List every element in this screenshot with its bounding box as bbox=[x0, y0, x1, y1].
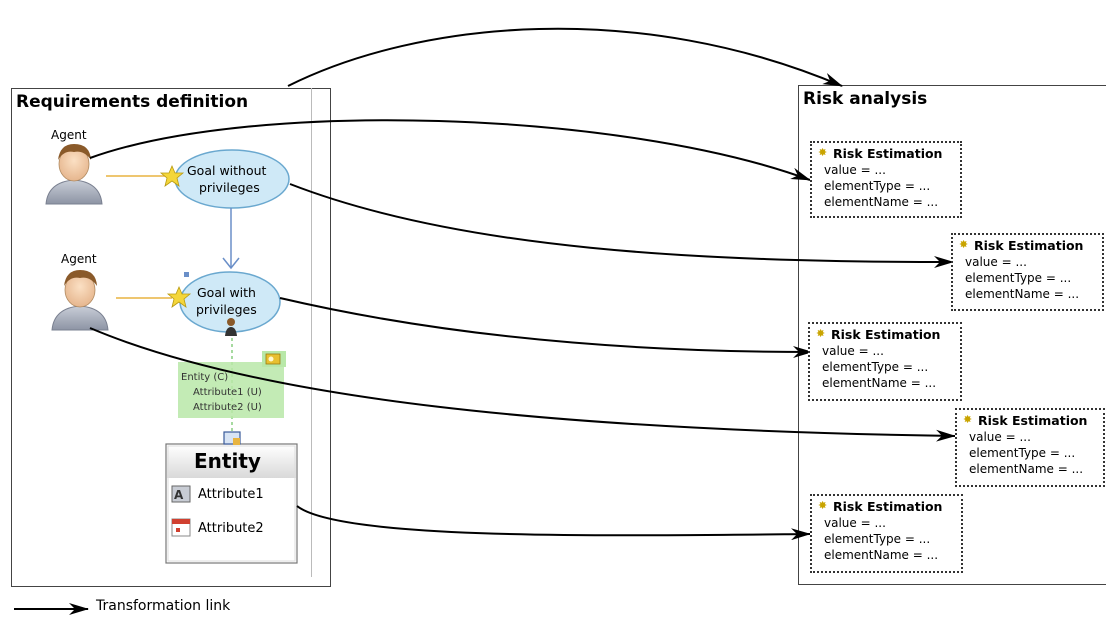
goal-label-line1: Goal without bbox=[187, 163, 267, 178]
requirements-panel-divider bbox=[311, 88, 312, 577]
transformation-link bbox=[287, 27, 843, 87]
privilege-line: Attribute2 (U) bbox=[193, 402, 262, 413]
entity-connector-icon bbox=[223, 431, 241, 445]
risk-element-name: elementName = ... bbox=[824, 195, 939, 209]
risk-element-type: elementType = ... bbox=[965, 271, 1072, 285]
risk-estimation-box[interactable]: ✸ Risk Estimation value = ... elementType… bbox=[808, 322, 962, 401]
entity-attribute[interactable]: Attribute1 bbox=[198, 487, 264, 502]
privilege-key-icon bbox=[262, 351, 286, 367]
star-icon bbox=[159, 164, 185, 187]
entity-attribute[interactable]: Attribute2 bbox=[198, 521, 264, 536]
risk-estimation-box[interactable]: ✸ Risk Estimation value = ... elementType… bbox=[810, 494, 963, 573]
risk-value: value = ... bbox=[969, 430, 1031, 444]
risk-value: value = ... bbox=[824, 516, 886, 530]
gear-icon: ✸ bbox=[959, 238, 969, 251]
calendar-attribute-icon bbox=[171, 518, 191, 537]
goal-refinement-arrowhead bbox=[222, 257, 240, 270]
privilege-line: Attribute1 (U) bbox=[193, 387, 262, 398]
risk-box-title: Risk Estimation bbox=[978, 413, 1088, 428]
risk-element-name: elementName = ... bbox=[969, 462, 1084, 476]
risk-box-title: Risk Estimation bbox=[974, 238, 1084, 253]
risk-estimation-box[interactable]: ✸ Risk Estimation value = ... elementType… bbox=[951, 233, 1104, 311]
goal-label-line2: privileges bbox=[196, 302, 257, 317]
legend-label: Transformation link bbox=[96, 598, 231, 614]
gear-icon: ✸ bbox=[963, 413, 973, 426]
risk-element-name: elementName = ... bbox=[965, 287, 1080, 301]
transformation-link bbox=[289, 183, 954, 268]
svg-text:A: A bbox=[174, 488, 184, 502]
risk-estimation-box[interactable]: ✸ Risk Estimation value = ... elementType… bbox=[810, 141, 962, 218]
risk-element-type: elementType = ... bbox=[824, 532, 931, 546]
risk-value: value = ... bbox=[965, 255, 1027, 269]
risk-box-title: Risk Estimation bbox=[833, 146, 943, 161]
gear-icon: ✸ bbox=[816, 327, 826, 340]
risk-element-name: elementName = ... bbox=[824, 548, 939, 562]
gear-icon: ✸ bbox=[818, 499, 828, 512]
goal-label-line2: privileges bbox=[199, 180, 260, 195]
lock-icon bbox=[184, 272, 189, 277]
risk-element-type: elementType = ... bbox=[822, 360, 929, 374]
agent-label: Agent bbox=[51, 128, 87, 142]
entity-class[interactable] bbox=[165, 443, 298, 564]
agent-person-icon[interactable] bbox=[45, 144, 103, 205]
risk-element-type: elementType = ... bbox=[824, 179, 931, 193]
risk-element-type: elementType = ... bbox=[969, 446, 1076, 460]
transformation-link bbox=[89, 327, 956, 442]
privileged-agent-icon bbox=[225, 318, 237, 336]
goal-without-privileges[interactable] bbox=[174, 149, 290, 209]
requirements-panel-title: Requirements definition bbox=[16, 92, 249, 112]
entity-title: Entity bbox=[194, 449, 261, 473]
transformation-link bbox=[89, 119, 811, 181]
transformation-link bbox=[279, 297, 813, 358]
agent-person-icon[interactable] bbox=[51, 270, 109, 331]
risk-box-title: Risk Estimation bbox=[833, 499, 943, 514]
text-attribute-icon: A bbox=[171, 485, 191, 503]
risk-element-name: elementName = ... bbox=[822, 376, 937, 390]
risk-panel-title: Risk analysis bbox=[803, 89, 928, 109]
privilege-line: Entity (C) bbox=[181, 372, 229, 383]
gear-icon: ✸ bbox=[818, 146, 828, 159]
risk-value: value = ... bbox=[822, 344, 884, 358]
agent-label: Agent bbox=[61, 252, 97, 266]
risk-value: value = ... bbox=[824, 163, 886, 177]
star-icon bbox=[166, 285, 192, 308]
transformation-link bbox=[296, 505, 811, 541]
goal-label-line1: Goal with bbox=[197, 285, 256, 300]
risk-box-title: Risk Estimation bbox=[831, 327, 941, 342]
risk-estimation-box[interactable]: ✸ Risk Estimation value = ... elementType… bbox=[955, 408, 1105, 487]
